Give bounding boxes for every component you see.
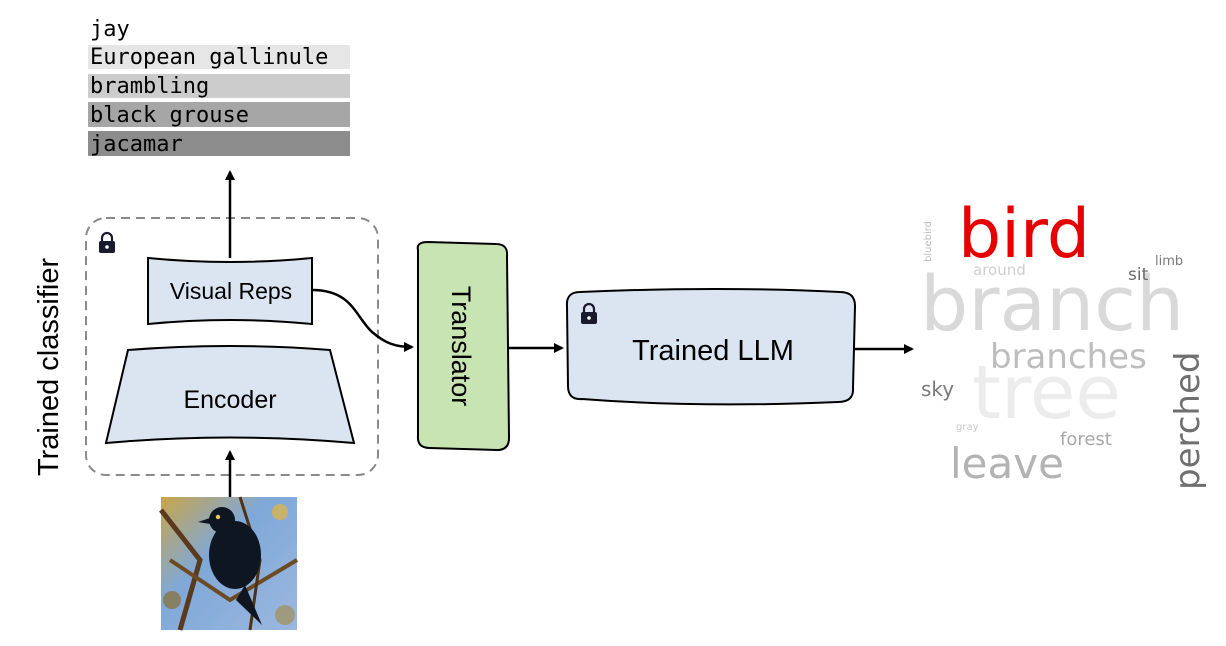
word-perched: perched [1168, 352, 1208, 490]
arrow-reps-to-translator [311, 288, 414, 352]
prediction-label-1: European gallinule [90, 45, 328, 70]
prediction-bar-2 [88, 74, 350, 98]
prediction-label-0: jay [90, 17, 130, 42]
prediction-bar-1 [88, 45, 350, 69]
encoder-label: Encoder [183, 386, 276, 414]
encoder-box [104, 345, 356, 445]
llm-label: Trained LLM [632, 335, 794, 367]
translator-box [416, 240, 511, 452]
word-branch: branch [920, 259, 1184, 348]
word-bird: bird [958, 195, 1090, 274]
visual-reps-label: Visual Reps [170, 278, 292, 304]
prediction-label-3: black grouse [90, 103, 249, 128]
word-cloud: tree branch bird branches leave forest s… [920, 195, 1208, 490]
word-leave: leave [950, 439, 1064, 488]
word-around: around [973, 261, 1026, 279]
classifier-label: Trained classifier [33, 258, 65, 476]
llm-box [565, 288, 857, 406]
prediction-bar-3 [88, 102, 350, 127]
prediction-bar-4 [88, 131, 350, 156]
visual-reps-box [147, 256, 313, 326]
word-branches: branches [990, 337, 1147, 377]
lock-icon [99, 231, 115, 253]
word-gray: gray [956, 422, 979, 433]
translator-label: Translator [446, 286, 476, 407]
llm-lock-icon [581, 302, 597, 324]
prediction-label-4: jacamar [90, 132, 183, 157]
input-bird-image [159, 496, 299, 631]
word-tree: tree [972, 350, 1121, 436]
word-bluebird: bluebird [923, 221, 934, 262]
classifier-container [85, 217, 379, 476]
prediction-list: jay European gallinule brambling black g… [88, 17, 350, 157]
prediction-label-2: brambling [90, 74, 209, 99]
word-sky: sky [921, 377, 954, 401]
word-sit: sit [1128, 265, 1149, 285]
word-forest: forest [1060, 429, 1112, 450]
prediction-bar-0 [88, 17, 350, 41]
word-limb: limb [1155, 254, 1183, 269]
